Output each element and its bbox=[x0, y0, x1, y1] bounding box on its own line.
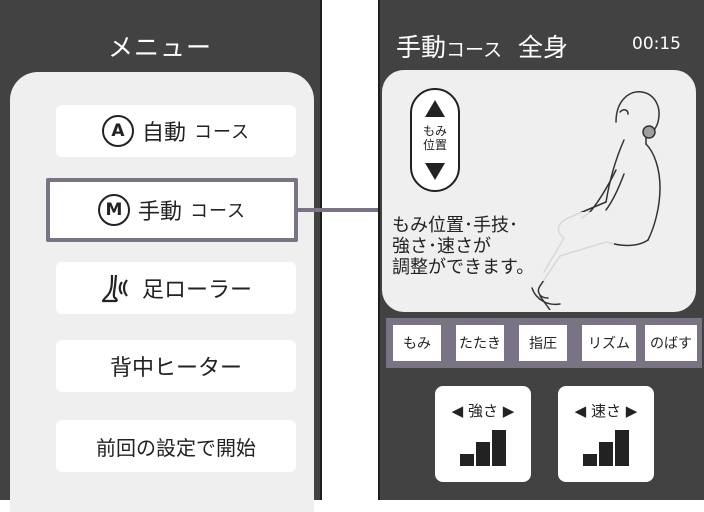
description-line2: 強さ･速さが bbox=[392, 236, 491, 257]
right-arrow-icon[interactable]: ▶ bbox=[502, 402, 515, 420]
left-arrow-icon[interactable]: ◀ bbox=[574, 402, 587, 420]
speed-adjust[interactable]: ◀ 速さ ▶ bbox=[558, 400, 654, 421]
back-heater-button[interactable]: 背中ヒーター bbox=[56, 340, 296, 392]
massage-position-control[interactable]: もみ 位置 bbox=[410, 88, 460, 192]
auto-course-button[interactable]: A 自動 コース bbox=[56, 105, 296, 157]
circle-a-icon: A bbox=[101, 115, 134, 147]
strength-bar-2 bbox=[476, 442, 490, 466]
arrow-up-icon[interactable] bbox=[425, 100, 445, 117]
description-line3: 調整ができます。 bbox=[392, 257, 535, 278]
manual-course-label: 手動 bbox=[137, 200, 182, 225]
manual-course-button[interactable]: M 手動 コース bbox=[46, 178, 298, 242]
resume-last-settings-button[interactable]: 前回の設定で開始 bbox=[56, 420, 296, 472]
manual-title: 手動コース 全身 bbox=[396, 28, 568, 64]
timer: 00:15 bbox=[632, 34, 681, 54]
massage-position-label: もみ 位置 bbox=[412, 124, 458, 152]
position-label-line2: 位置 bbox=[422, 138, 447, 152]
circle-m-icon: M bbox=[97, 194, 130, 226]
mode-label: 全身 bbox=[518, 33, 569, 62]
foot-roller-label: 足ローラー bbox=[141, 278, 252, 303]
strength-level-bars bbox=[460, 430, 506, 466]
manual-description: もみ位置･手技･ 強さ･速さが 調整ができます。 bbox=[384, 212, 614, 281]
strength-label: 強さ bbox=[467, 402, 498, 420]
manual-course-suffix: コース bbox=[189, 201, 247, 222]
strength-bar-1 bbox=[460, 454, 474, 466]
technique-button-shiatsu[interactable]: 指圧 bbox=[516, 322, 570, 364]
left-arrow-icon[interactable]: ◀ bbox=[451, 402, 464, 420]
foot-roller-icon bbox=[101, 274, 128, 303]
manual-title-main: 手動 bbox=[396, 33, 447, 62]
description-line1: もみ位置･手技･ bbox=[392, 215, 518, 236]
auto-course-label: 自動 bbox=[141, 121, 186, 146]
speed-level-bars bbox=[583, 430, 629, 466]
speed-bar-2 bbox=[599, 442, 613, 466]
auto-course-suffix: コース bbox=[193, 122, 251, 143]
technique-button-momi[interactable]: もみ bbox=[390, 322, 444, 364]
technique-button-nobasu[interactable]: のばす bbox=[642, 322, 700, 364]
selection-connector bbox=[298, 208, 398, 212]
speed-control: ◀ 速さ ▶ bbox=[558, 386, 654, 482]
resume-last-settings-label: 前回の設定で開始 bbox=[96, 435, 256, 460]
right-arrow-icon[interactable]: ▶ bbox=[625, 402, 638, 420]
position-label-line1: もみ bbox=[422, 124, 447, 138]
arrow-down-icon[interactable] bbox=[425, 163, 445, 180]
strength-bar-3 bbox=[492, 430, 506, 466]
technique-button-tataki[interactable]: たたき bbox=[453, 322, 507, 364]
menu-title: メニュー bbox=[107, 33, 212, 62]
manual-title-suffix: コース bbox=[446, 39, 503, 61]
strength-adjust[interactable]: ◀ 強さ ▶ bbox=[435, 400, 531, 421]
strength-control: ◀ 強さ ▶ bbox=[435, 386, 531, 482]
back-heater-label: 背中ヒーター bbox=[109, 356, 242, 381]
technique-button-rhythm[interactable]: リズム bbox=[579, 322, 639, 364]
speed-bar-1 bbox=[583, 454, 597, 466]
speed-bar-3 bbox=[615, 430, 629, 466]
speed-label: 速さ bbox=[590, 402, 621, 420]
foot-roller-button[interactable]: 足ローラー bbox=[56, 262, 296, 314]
